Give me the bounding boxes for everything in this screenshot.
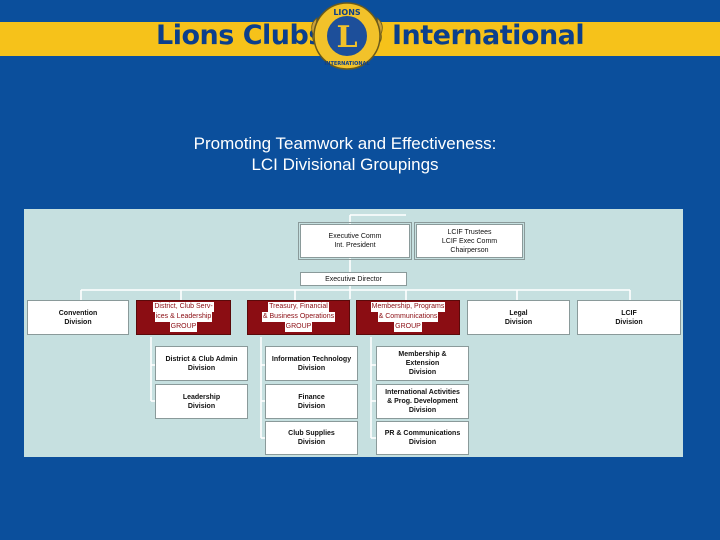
leadership-division-box: Leadership Division <box>155 384 248 419</box>
svg-text:L: L <box>336 20 357 55</box>
club-supplies-division-box: Club Supplies Division <box>265 421 358 455</box>
org-chart-connectors <box>80 214 631 439</box>
lions-emblem-logo: LIONS L INTERNATIONAL <box>311 2 383 70</box>
brand-name-right: International <box>392 20 585 51</box>
executive-director-box: Executive Director <box>300 272 407 286</box>
svg-text:INTERNATIONAL: INTERNATIONAL <box>324 61 370 67</box>
membership-extension-division-box: Membership & Extension Division <box>376 346 469 381</box>
information-technology-division-box: Information Technology Division <box>265 346 358 381</box>
convention-division-box: Convention Division <box>27 300 129 335</box>
district-club-admin-division-box: District & Club Admin Division <box>155 346 248 381</box>
lcif-division-box: LCIF Division <box>577 300 681 335</box>
slide-title-line-1: Promoting Teamwork and Effectiveness: <box>193 134 497 153</box>
district-club-services-group-box: District, Club Serv- ices & Leadership G… <box>136 300 231 335</box>
legal-division-box: Legal Division <box>467 300 570 335</box>
pr-communications-division-box: PR & Communications Division <box>376 421 469 455</box>
membership-programs-group-box: Membership, Programs & Communications GR… <box>356 300 460 335</box>
finance-division-box: Finance Division <box>265 384 358 419</box>
svg-text:LIONS: LIONS <box>333 8 361 17</box>
brand-name-left: Lions Clubs <box>156 20 324 51</box>
slide-title: Promoting Teamwork and Effectiveness: LC… <box>0 133 690 175</box>
lcif-trustees-box: LCIF Trustees LCIF Exec Comm Chairperson <box>414 222 525 260</box>
slide-title-line-2: LCI Divisional Groupings <box>251 155 439 174</box>
international-activities-division-box: International Activities & Prog. Develop… <box>376 384 469 419</box>
executive-committee-box: Executive Comm Int. President <box>298 222 412 260</box>
org-chart: Executive Comm Int. President LCIF Trust… <box>24 209 683 457</box>
treasury-financial-group-box: Treasury, Financial & Business Operation… <box>247 300 350 335</box>
